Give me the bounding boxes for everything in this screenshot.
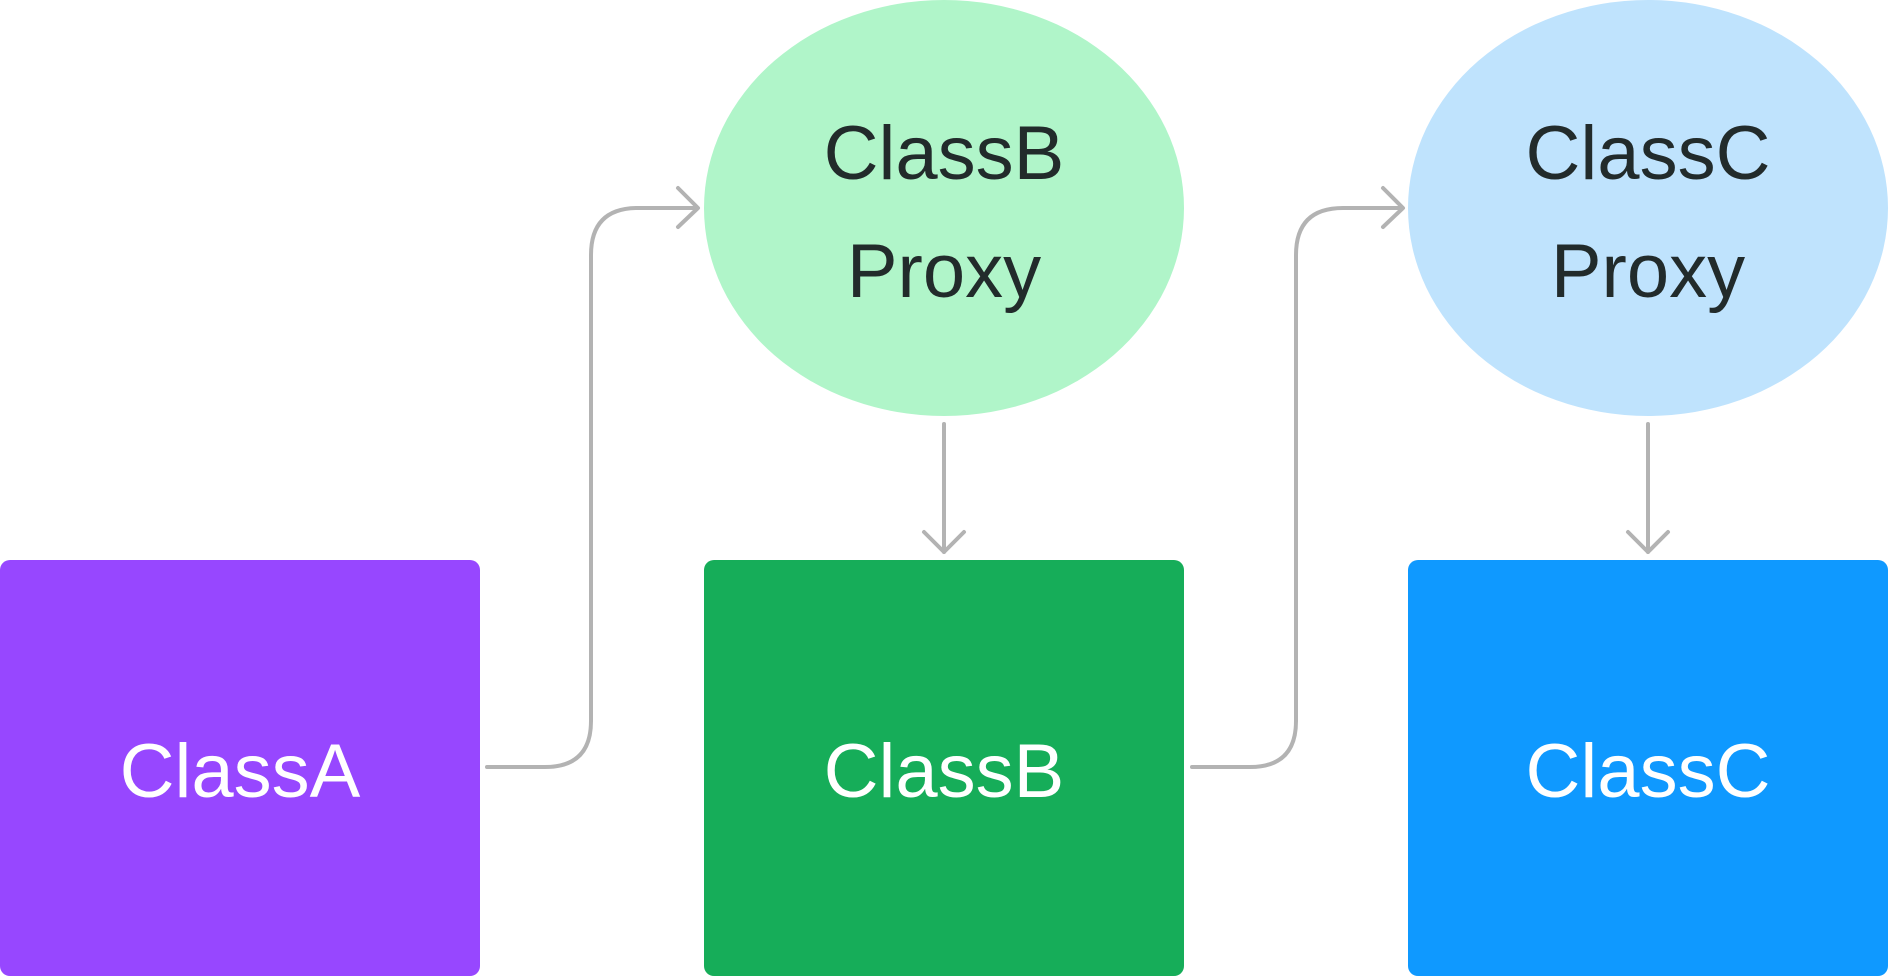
classc-box	[1408, 560, 1888, 976]
classa-label: ClassA	[120, 729, 361, 814]
edge-classa-to-classb-proxy	[485, 206, 698, 769]
classb-proxy-label-line2: Proxy	[847, 229, 1041, 314]
arrowhead-classb	[922, 530, 966, 554]
classc-proxy-label-line1: ClassC	[1526, 111, 1771, 196]
arrowhead-classc-proxy	[1381, 186, 1405, 229]
classb-label: ClassB	[824, 729, 1065, 814]
node-classb-proxy: ClassB Proxy	[704, 0, 1184, 416]
node-classb: ClassB	[704, 560, 1184, 976]
classc-proxy-ellipse	[1408, 0, 1888, 416]
node-classc-proxy: ClassC Proxy	[1408, 0, 1888, 416]
arrowhead-classb-proxy	[676, 186, 700, 229]
edge-classb-to-classc-proxy	[1190, 206, 1403, 769]
arrowhead-classc	[1626, 530, 1670, 554]
classb-proxy-label-line1: ClassB	[824, 111, 1065, 196]
edges	[485, 186, 1670, 769]
classa-box	[0, 560, 480, 976]
classc-label: ClassC	[1526, 729, 1771, 814]
node-classc: ClassC	[1408, 560, 1888, 976]
classc-proxy-label-line2: Proxy	[1551, 229, 1745, 314]
classb-proxy-ellipse	[704, 0, 1184, 416]
node-classa: ClassA	[0, 560, 480, 976]
classb-box	[704, 560, 1184, 976]
